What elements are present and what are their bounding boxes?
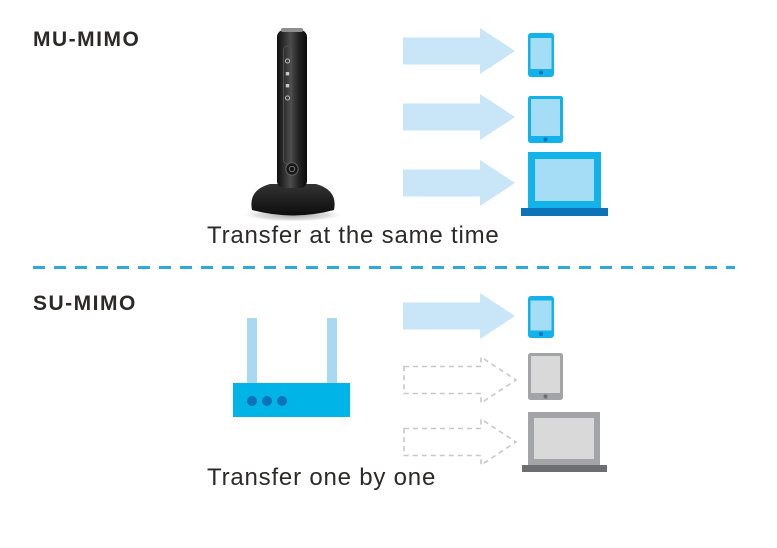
mu-mimo-label: MU-MIMO — [33, 28, 141, 51]
su-mimo-label: SU-MIMO — [33, 292, 137, 315]
mu-caption-wrap: Transfer at the same time — [207, 222, 500, 250]
tablet-gray-icon — [528, 353, 563, 400]
power-led-icon — [284, 58, 291, 64]
mu-arrow-solid-3 — [403, 160, 515, 206]
router-base — [251, 184, 335, 216]
wan-led-icon — [285, 72, 290, 76]
laptop-icon — [521, 152, 608, 216]
wps-button-inner-ring — [288, 165, 296, 173]
mu-mimo-section-label: MU-MIMO — [33, 28, 140, 52]
su-arrow-dashed-2 — [403, 356, 517, 404]
su-arrow-dashed-3 — [403, 418, 517, 466]
router-front-panel — [283, 45, 292, 165]
router-antenna-left — [247, 318, 257, 388]
lan-led-icon — [285, 84, 290, 88]
su-caption: Transfer one by one — [207, 464, 437, 491]
mu-arrow-solid-1 — [403, 28, 515, 74]
smartphone-icon — [528, 33, 554, 77]
laptop-gray-icon — [522, 412, 607, 472]
wifi-router-icon — [233, 318, 350, 417]
smartphone-icon — [528, 296, 554, 338]
su-arrow-solid-1 — [403, 293, 515, 339]
mu-caption: Transfer at the same time — [207, 222, 500, 249]
su-mimo-section-label: SU-MIMO — [33, 292, 137, 316]
tower-router-image — [241, 28, 345, 222]
tablet-icon — [528, 96, 563, 143]
wps-button-icon — [285, 162, 299, 176]
section-divider — [33, 266, 735, 269]
su-caption-wrap: Transfer one by one — [207, 464, 436, 492]
router-antenna-right — [327, 318, 337, 388]
mu-arrow-solid-2 — [403, 94, 515, 140]
router-top-cap — [281, 28, 303, 32]
wifi-led-icon — [284, 95, 291, 101]
